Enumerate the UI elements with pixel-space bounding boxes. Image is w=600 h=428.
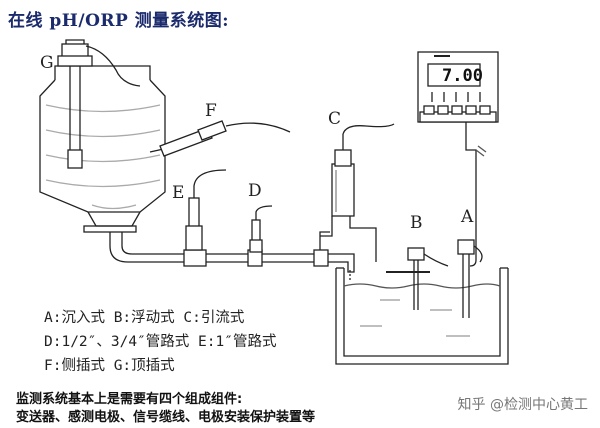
legend-line-1: A:沉入式 B:浮动式 C:引流式	[44, 310, 245, 326]
label-a: A	[460, 207, 474, 227]
watermark: 知乎 @检测中心黄工	[457, 397, 588, 413]
label-f: F	[205, 101, 217, 121]
legend-line-2: D:1/2″、3/4″管路式 E:1″管路式	[44, 334, 277, 350]
probe-a-submersion	[457, 239, 483, 318]
process-pipe	[109, 231, 355, 280]
probe-d-pipe-small	[249, 205, 273, 253]
probe-c-flow-through	[320, 123, 395, 262]
probe-e-pipe-1inch	[185, 169, 227, 251]
probe-b-floating	[386, 247, 449, 310]
probe-g-top-insertion	[57, 39, 141, 169]
label-c: C	[328, 109, 341, 129]
note-line-2: 变送器、感测电极、信号缆线、电极安装保护装置等	[16, 410, 316, 425]
transmitter	[417, 51, 499, 267]
note-line-1: 监测系统基本上是需要有四个组成组件:	[16, 392, 243, 407]
open-basin	[335, 267, 509, 365]
label-d: D	[248, 181, 262, 201]
probe-f-side-insertion	[149, 120, 291, 157]
transmitter-reading: 7.00	[442, 66, 483, 86]
label-g: G	[40, 53, 54, 73]
label-b: B	[410, 213, 423, 233]
legend-line-3: F:侧插式 G:顶插式	[44, 358, 175, 374]
storage-tank	[39, 65, 166, 233]
label-e: E	[172, 183, 184, 203]
page-title: 在线 pH/ORP 测量系统图:	[8, 11, 229, 31]
